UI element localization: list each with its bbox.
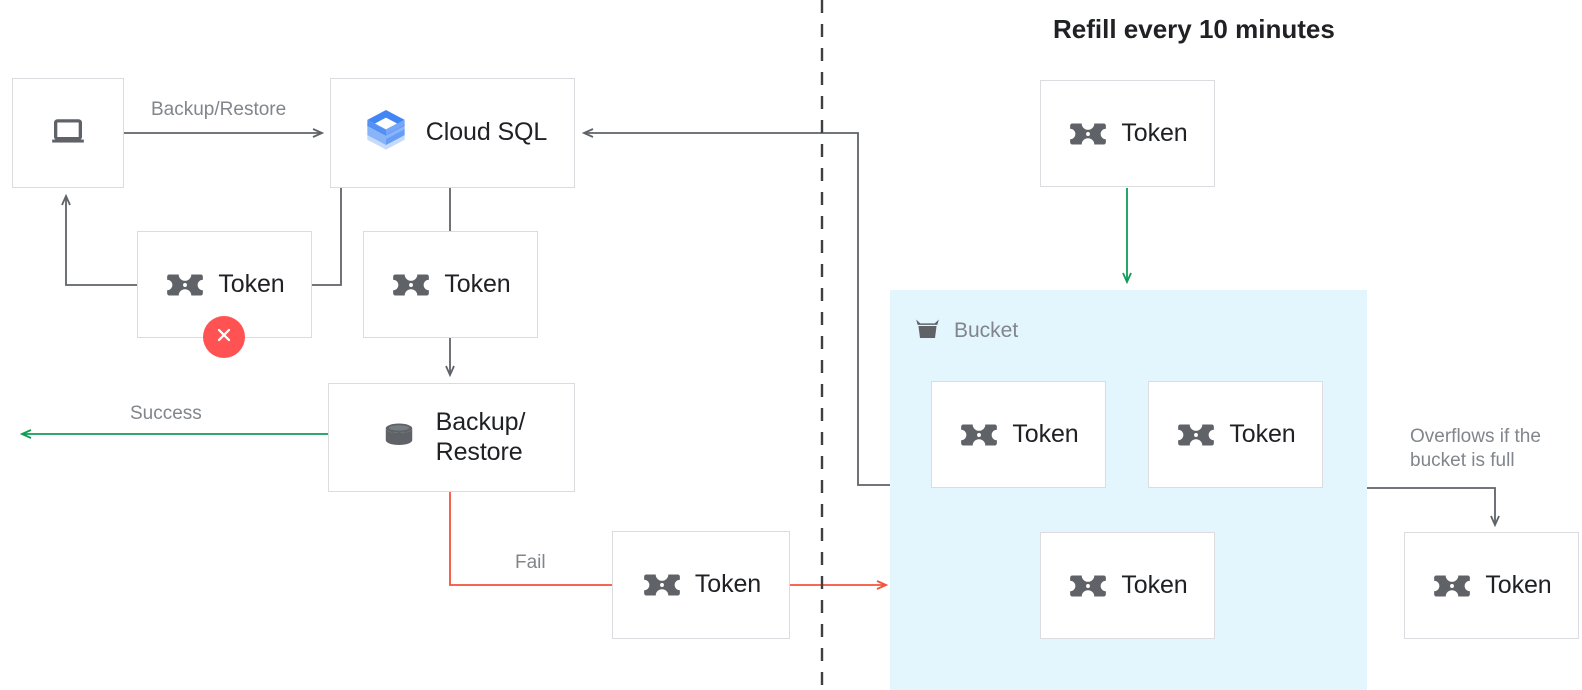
node-token-overflow[interactable]: Token xyxy=(1404,532,1579,639)
node-token-consumed-label: Token xyxy=(444,269,511,298)
token-icon xyxy=(1067,113,1109,155)
edge-label-overflow: Overflows if the bucket is full xyxy=(1410,426,1541,471)
edge-bucket-to-cloudsql xyxy=(584,133,890,486)
bucket-icon xyxy=(912,313,943,349)
cloud-sql-icon xyxy=(358,103,414,164)
bucket-label: Bucket xyxy=(954,319,1019,342)
laptop-icon xyxy=(49,112,87,155)
node-token-refill[interactable]: Token xyxy=(1040,80,1215,187)
token-icon xyxy=(1431,565,1473,607)
edge-overflow xyxy=(1367,487,1495,525)
node-backup-restore-label: Backup/ Restore xyxy=(435,408,526,466)
node-bucket-token-2[interactable]: Token xyxy=(1148,381,1323,488)
edge-label-fail: Fail xyxy=(515,552,546,573)
token-icon xyxy=(1067,565,1109,607)
token-icon xyxy=(164,264,206,306)
node-cloud-sql[interactable]: Cloud SQL xyxy=(330,78,575,188)
node-bucket-token-2-label: Token xyxy=(1229,419,1296,448)
node-token-refill-label: Token xyxy=(1121,118,1188,147)
token-icon xyxy=(1175,414,1217,456)
status-badge-fail xyxy=(203,316,245,358)
node-bucket-token-3-label: Token xyxy=(1121,570,1188,599)
close-icon xyxy=(213,324,235,351)
token-icon xyxy=(958,414,1000,456)
node-client[interactable] xyxy=(12,78,124,188)
node-token-overflow-label: Token xyxy=(1485,570,1552,599)
token-icon xyxy=(641,564,683,606)
node-token-consumed[interactable]: Token xyxy=(363,231,538,338)
edge-label-success: Success xyxy=(130,403,202,424)
page-title: Refill every 10 minutes xyxy=(1053,14,1335,44)
node-bucket-token-3[interactable]: Token xyxy=(1040,532,1215,639)
node-cloud-sql-label: Cloud SQL xyxy=(425,118,548,147)
node-bucket-token-1-label: Token xyxy=(1012,419,1079,448)
token-icon xyxy=(390,264,432,306)
node-token-fail-return-label: Token xyxy=(694,570,762,599)
edge-fail xyxy=(449,492,612,586)
node-backup-restore[interactable]: Backup/ Restore xyxy=(328,383,575,492)
node-bucket-token-1[interactable]: Token xyxy=(931,381,1106,488)
node-token-fail-return[interactable]: Token xyxy=(612,531,790,639)
database-icon xyxy=(378,414,420,461)
node-token-failed-label: Token xyxy=(218,269,285,298)
edge-label-backup-restore: Backup/Restore xyxy=(151,99,287,120)
bucket-header: Bucket xyxy=(912,313,1018,349)
